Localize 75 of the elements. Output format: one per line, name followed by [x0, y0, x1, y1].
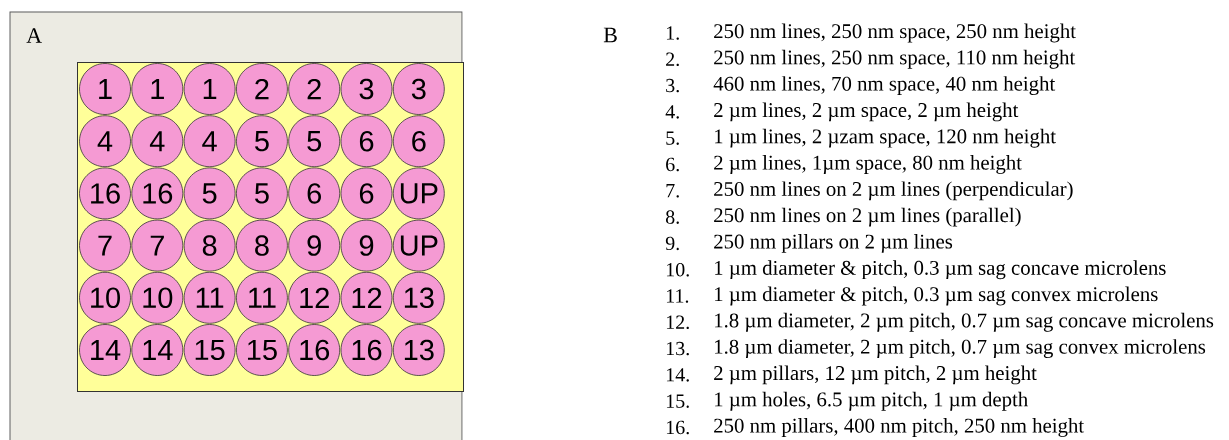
sample-well: 3	[340, 63, 393, 115]
item-description: 1 µm diameter & pitch, 0.3 µm sag convex microlens	[715, 286, 1158, 306]
sample-well: 2	[236, 63, 288, 115]
sample-well: 11	[183, 271, 236, 324]
item-number: 10.	[666, 262, 689, 277]
item-number: 2.	[666, 52, 679, 67]
sample-well: 15	[183, 324, 236, 376]
sample-well: 5	[183, 167, 236, 220]
item-description: 250 nm pillars, 400 nm pitch, 250 nm height	[714, 418, 1085, 437]
sample-well: 15	[236, 324, 288, 376]
sample-well: 7	[131, 219, 184, 272]
sample-well: 4	[183, 115, 236, 168]
item-number: 11.	[666, 289, 689, 303]
sample-well: 2	[288, 63, 341, 115]
item-number: 13.	[666, 341, 689, 356]
item-description: 1.8 µm diameter, 2 µm pitch, 0.7 µm sag concave microlens	[715, 312, 1214, 332]
item-description: 1.8 µm diameter, 2 µm pitch, 0.7 µm sag convex microlens	[715, 339, 1206, 359]
item-description: 250 nm lines on 2 µm lines (perpendicular)	[714, 181, 1073, 201]
item-description: 250 nm lines, 250 nm space, 110 nm height	[714, 49, 1076, 69]
sample-well: 9	[288, 219, 341, 272]
sample-well: 10	[79, 271, 131, 324]
sample-well: 6	[392, 115, 445, 168]
sample-well: 12	[340, 271, 393, 324]
item-number: 1.	[666, 26, 679, 40]
sample-well: 14	[79, 324, 131, 376]
sample-well: 8	[236, 219, 288, 272]
item-description: 1 µm diameter & pitch, 0.3 µm sag concave microlens	[715, 260, 1166, 280]
sample-well: 12	[288, 271, 341, 324]
sample-well: 3	[392, 63, 445, 115]
item-number: 6.	[666, 157, 679, 172]
item-description: 2 µm lines, 1µm space, 80 nm height	[714, 155, 1022, 174]
sample-well: 10	[131, 271, 184, 324]
item-description: 1 µm lines, 2 µzam space, 120 nm height	[715, 128, 1056, 148]
sample-well: 16	[79, 167, 131, 220]
sample-well: 4	[79, 115, 131, 168]
sample-well: 9	[340, 219, 393, 272]
sample-well: 4	[131, 115, 184, 168]
sample-well: UP	[392, 167, 445, 220]
item-number: 3.	[666, 78, 679, 93]
sample-well: 11	[236, 271, 288, 324]
item-number: 12.	[666, 315, 689, 330]
sample-well: 1	[79, 63, 131, 115]
sample-well: 7	[79, 219, 131, 272]
item-description: 460 nm lines, 70 nm space, 40 nm height	[713, 76, 1056, 96]
sample-well: 14	[131, 324, 184, 376]
sample-well: 6	[288, 167, 341, 220]
sample-well: 13	[392, 324, 445, 376]
item-number: 4.	[665, 105, 679, 119]
item-number: 14.	[666, 368, 689, 382]
sample-well: 5	[288, 115, 341, 168]
item-number: 16.	[666, 420, 689, 435]
sample-well: 8	[183, 219, 236, 272]
item-number: 9.	[665, 236, 679, 251]
item-description: 2 µm lines, 2 µm space, 2 µm height	[714, 102, 1019, 122]
panel-label: B	[603, 27, 617, 43]
item-description: 250 nm pillars on 2 µm lines	[714, 234, 953, 253]
item-description: 250 nm lines, 250 nm space, 250 nm height	[714, 23, 1076, 43]
sample-well: 5	[236, 167, 288, 220]
sample-well: 16	[340, 324, 393, 376]
item-number: 15.	[666, 394, 689, 408]
item-description: 250 nm lines on 2 µm lines (parallel)	[714, 207, 1021, 227]
sample-well: 6	[340, 167, 393, 220]
sample-well: UP	[392, 219, 445, 272]
sample-well: 5	[236, 115, 288, 168]
item-number: 8.	[666, 210, 679, 224]
sample-well: 6	[340, 115, 393, 168]
sample-well: 13	[392, 271, 445, 324]
item-description: 1 µm holes, 6.5 µm pitch, 1 µm depth	[715, 391, 1028, 411]
sample-well: 1	[131, 63, 184, 115]
item-number: 5.	[666, 131, 679, 145]
sample-well: 16	[288, 324, 341, 376]
sample-well: 1	[183, 63, 236, 115]
item-number: 7.	[666, 184, 679, 198]
item-description: 2 µm pillars, 12 µm pitch, 2 µm height	[714, 365, 1037, 385]
sample-well: 16	[131, 167, 184, 220]
